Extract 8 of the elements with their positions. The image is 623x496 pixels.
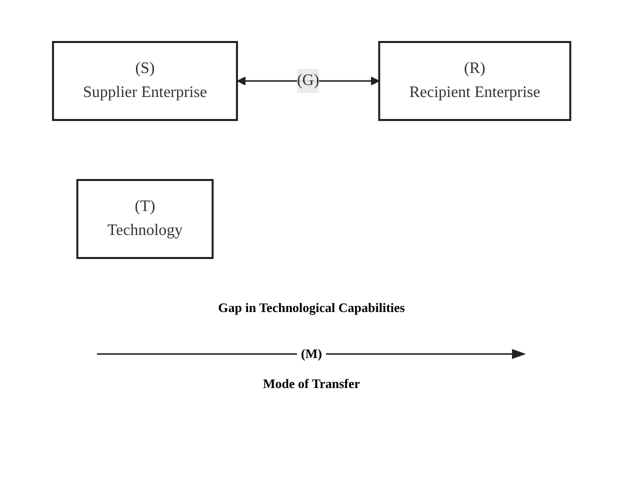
node-box: (R) Recipient Enterprise	[378, 41, 572, 121]
arrow	[236, 76, 380, 86]
caption-text: Gap in Technological Capabilities	[218, 300, 405, 316]
edge-label: (G)	[296, 72, 320, 89]
node-box: (T) Technology	[76, 179, 214, 259]
caption-text: Mode of Transfer	[263, 376, 360, 392]
arrow-label: (M)	[301, 346, 322, 362]
node-box: (S) Supplier Enterprise	[52, 41, 238, 121]
